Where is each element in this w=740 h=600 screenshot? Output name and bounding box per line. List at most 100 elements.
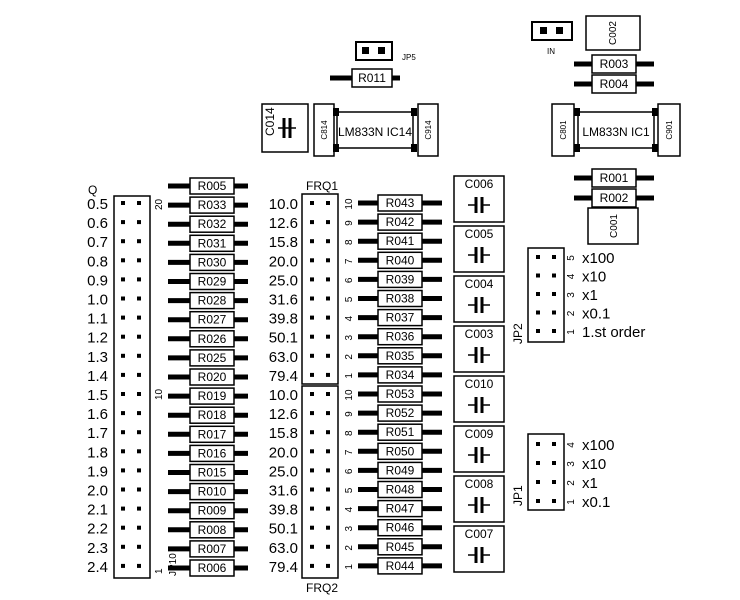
resistor-r051: R051 — [358, 423, 442, 441]
q-value-7: 1.2 — [87, 330, 108, 347]
jp1-pin-right-3 — [552, 499, 556, 503]
resistor-r031-label: R031 — [198, 236, 227, 250]
jp2-pin-right-0 — [552, 255, 556, 259]
jp10-label: JP10 — [168, 553, 179, 576]
q-pin-right-1 — [137, 220, 141, 225]
resistor-r007: R007 — [168, 540, 248, 558]
frq-pin-right-7 — [326, 334, 330, 339]
frq-pin-right-6 — [326, 315, 330, 320]
c901-label: C901 — [665, 120, 674, 140]
resistor-r043: R043 — [358, 194, 442, 212]
q-value-13: 1.8 — [87, 444, 108, 461]
frq-value-3: 20.0 — [269, 253, 298, 270]
resistor-r034: R034 — [358, 366, 442, 384]
frq-pin-number-7: 3 — [344, 334, 355, 340]
q-pin-right-2 — [137, 239, 141, 244]
frq-pin-number-15: 5 — [344, 487, 355, 493]
ic1-label: LM833N IC1 — [582, 125, 650, 139]
jp1-pin-left-0 — [536, 442, 540, 446]
frq-pin-number-5: 5 — [344, 296, 355, 302]
q-pin-left-2 — [121, 239, 125, 244]
q-pin-10-label: 10 — [154, 388, 165, 400]
capacitor-c901: C901 — [657, 103, 681, 157]
jp1-pin-number-0: 4 — [566, 442, 577, 448]
frq-pin-number-16: 4 — [344, 506, 355, 512]
frq-pin-right-11 — [326, 411, 330, 416]
resistor-r001: R001 — [574, 168, 654, 188]
frq-pin-number-8: 2 — [344, 354, 355, 360]
resistor-r044-label: R044 — [386, 559, 415, 573]
jp1-pin-left-3 — [536, 499, 540, 503]
frq-pin-right-2 — [326, 239, 330, 244]
q-pin-left-9 — [121, 372, 125, 377]
resistor-r009-label: R009 — [198, 504, 227, 518]
capacitor-c005: C005 — [453, 225, 505, 273]
q-pin-left-0 — [121, 201, 125, 205]
frq-pin-right-1 — [326, 220, 330, 225]
frq-pin-number-17: 3 — [344, 525, 355, 531]
resistor-r005: R005 — [168, 177, 248, 195]
frq-value-16: 39.8 — [269, 502, 298, 519]
frq-pin-left-3 — [310, 258, 314, 263]
jumper-in: IN — [531, 21, 573, 56]
resistor-r026-label: R026 — [198, 332, 227, 346]
q-value-1: 0.6 — [87, 215, 108, 232]
q-pin-left-13 — [121, 449, 125, 454]
q-value-19: 2.4 — [87, 559, 108, 576]
frq-pin-left-0 — [310, 201, 314, 205]
jp2-pin-number-0: 5 — [566, 255, 577, 261]
q-pin-right-15 — [137, 487, 141, 492]
frq-value-11: 12.6 — [269, 406, 298, 423]
capacitor-c004-label: C004 — [465, 277, 494, 291]
jp2-pin-right-3 — [552, 310, 556, 315]
q-pin-right-4 — [137, 277, 141, 282]
resistor-r032-label: R032 — [198, 217, 227, 231]
jp1-pins — [536, 442, 556, 503]
resistor-r030: R030 — [168, 253, 248, 272]
frq-value-19: 79.4 — [269, 559, 298, 576]
frq-pin-left-17 — [310, 525, 314, 530]
jp1-pin-right-2 — [552, 480, 556, 484]
resistor-r035: R035 — [358, 347, 442, 365]
q-value-18: 2.3 — [87, 540, 108, 557]
frq-pin-number-0: 10 — [344, 198, 355, 210]
frq-value-18: 63.0 — [269, 540, 298, 557]
capacitor-c801: C801 — [551, 103, 575, 157]
q-pin-left-7 — [121, 334, 125, 339]
frq-pin-left-7 — [310, 334, 314, 339]
r002-label: R002 — [600, 191, 629, 205]
q-pin-left-11 — [121, 411, 125, 416]
jp2-pin-left-0 — [536, 255, 540, 259]
q-pin-right-11 — [137, 411, 141, 416]
q-pin-right-3 — [137, 258, 141, 263]
q-pin-left-12 — [121, 430, 125, 435]
resistor-r035-label: R035 — [386, 349, 415, 363]
frq-pin-number-1: 9 — [344, 220, 355, 226]
q-pin-right-14 — [137, 468, 141, 473]
frq-value-7: 50.1 — [269, 330, 298, 347]
resistor-r019: R019 — [168, 387, 248, 405]
q-pin-left-10 — [121, 392, 125, 396]
jp1-pin-right-0 — [552, 442, 556, 446]
resistor-r040-label: R040 — [386, 253, 415, 267]
frq-value-15: 31.6 — [269, 483, 298, 500]
frq-pin-left-4 — [310, 277, 314, 282]
q-pin-left-1 — [121, 220, 125, 225]
resistor-r017-label: R017 — [198, 427, 227, 441]
jp2-pin-number-2: 3 — [566, 292, 577, 298]
resistor-r050-label: R050 — [386, 444, 415, 458]
resistor-r020: R020 — [168, 368, 248, 386]
resistor-r008-label: R008 — [198, 523, 227, 537]
q-value-17: 2.2 — [87, 521, 108, 538]
resistor-r019-label: R019 — [198, 389, 227, 403]
resistor-r052: R052 — [358, 404, 442, 422]
resistor-r043-label: R043 — [386, 196, 415, 210]
jp2-option-0: x100 — [582, 250, 615, 267]
resistor-r053: R053 — [358, 385, 442, 403]
frq-resistor-column: R043R042R041R040R039R038R037R036R035R034… — [358, 194, 442, 575]
frq-value-13: 20.0 — [269, 444, 298, 461]
